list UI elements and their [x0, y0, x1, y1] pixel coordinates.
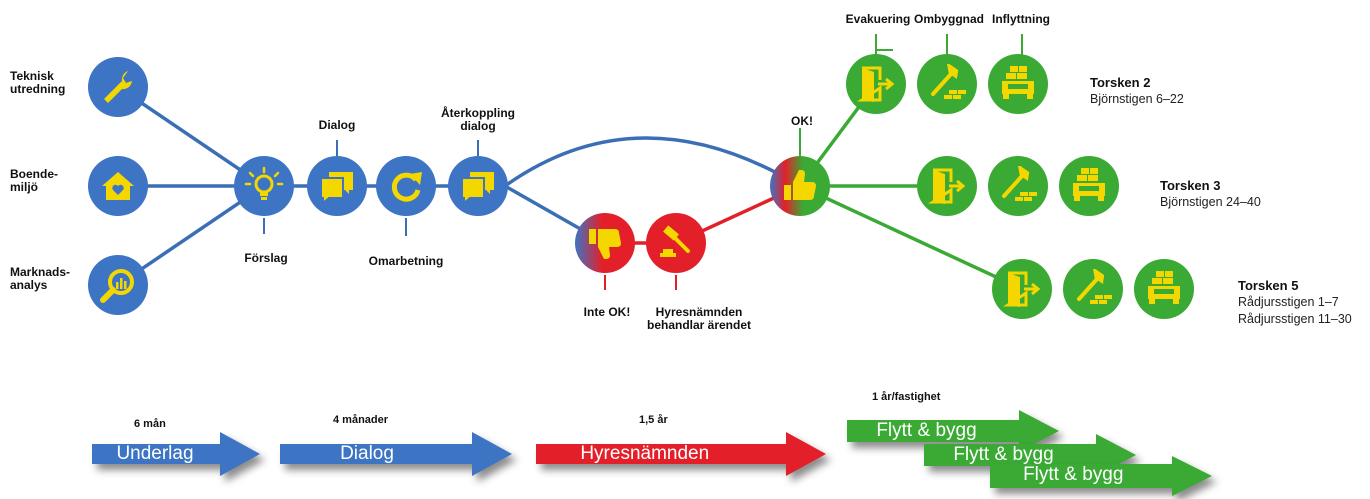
node-marknadsanalys — [88, 255, 148, 315]
label-marknad: Marknads-analys — [10, 265, 71, 292]
label-dialog: Dialog — [318, 118, 356, 132]
label-ombyggnad: Ombyggnad — [913, 12, 985, 26]
location-torsken-3: Torsken 3 Björnstigen 24–40 — [1160, 178, 1261, 209]
duration-underlag: 6 mån — [134, 418, 166, 430]
timeline-arrow-hyresnamnden: Hyresnämnden — [536, 432, 826, 476]
timeline-arrow-flytt-3: Flytt & bygg — [990, 456, 1212, 496]
duration-hyresnamnden: 1,5 år — [639, 414, 668, 426]
timeline-arrow-flytt-1: Flytt & bygg — [847, 410, 1059, 452]
node-omarbetning — [376, 156, 436, 216]
duration-flytt-bygg: 1 år/fastighet — [872, 391, 941, 403]
node-ok — [770, 156, 830, 216]
node-hyresnamnden — [646, 213, 706, 273]
label-omarbetning: Omarbetning — [368, 254, 444, 268]
node-dialog — [307, 156, 367, 216]
node-inte-ok — [575, 213, 635, 273]
label-forslag: Förslag — [244, 251, 288, 265]
node-teknisk-utredning — [88, 57, 148, 117]
label-inflyttning: Inflyttning — [992, 12, 1050, 26]
row-torsken-2 — [846, 54, 1048, 114]
node-aterkoppling — [448, 156, 508, 216]
location-torsken-5: Torsken 5 Rådjursstigen 1–7 Rådjursstige… — [1238, 278, 1352, 326]
label-evakuering: Evakuering — [845, 12, 911, 26]
duration-dialog: 4 månader — [333, 414, 389, 426]
row-torsken-5 — [992, 259, 1194, 319]
node-forslag — [234, 156, 294, 216]
location-torsken-2: Torsken 2 Björnstigen 6–22 — [1090, 75, 1184, 106]
timeline-arrow-underlag: Underlag — [92, 432, 260, 476]
label-boende: Boende-miljö — [10, 167, 58, 194]
label-ok: OK! — [791, 114, 813, 128]
label-inte-ok: Inte OK! — [583, 305, 631, 319]
timeline-arrow-dialog: Dialog — [280, 432, 512, 476]
node-boendemiljo — [88, 156, 148, 216]
row-torsken-3 — [917, 156, 1119, 216]
